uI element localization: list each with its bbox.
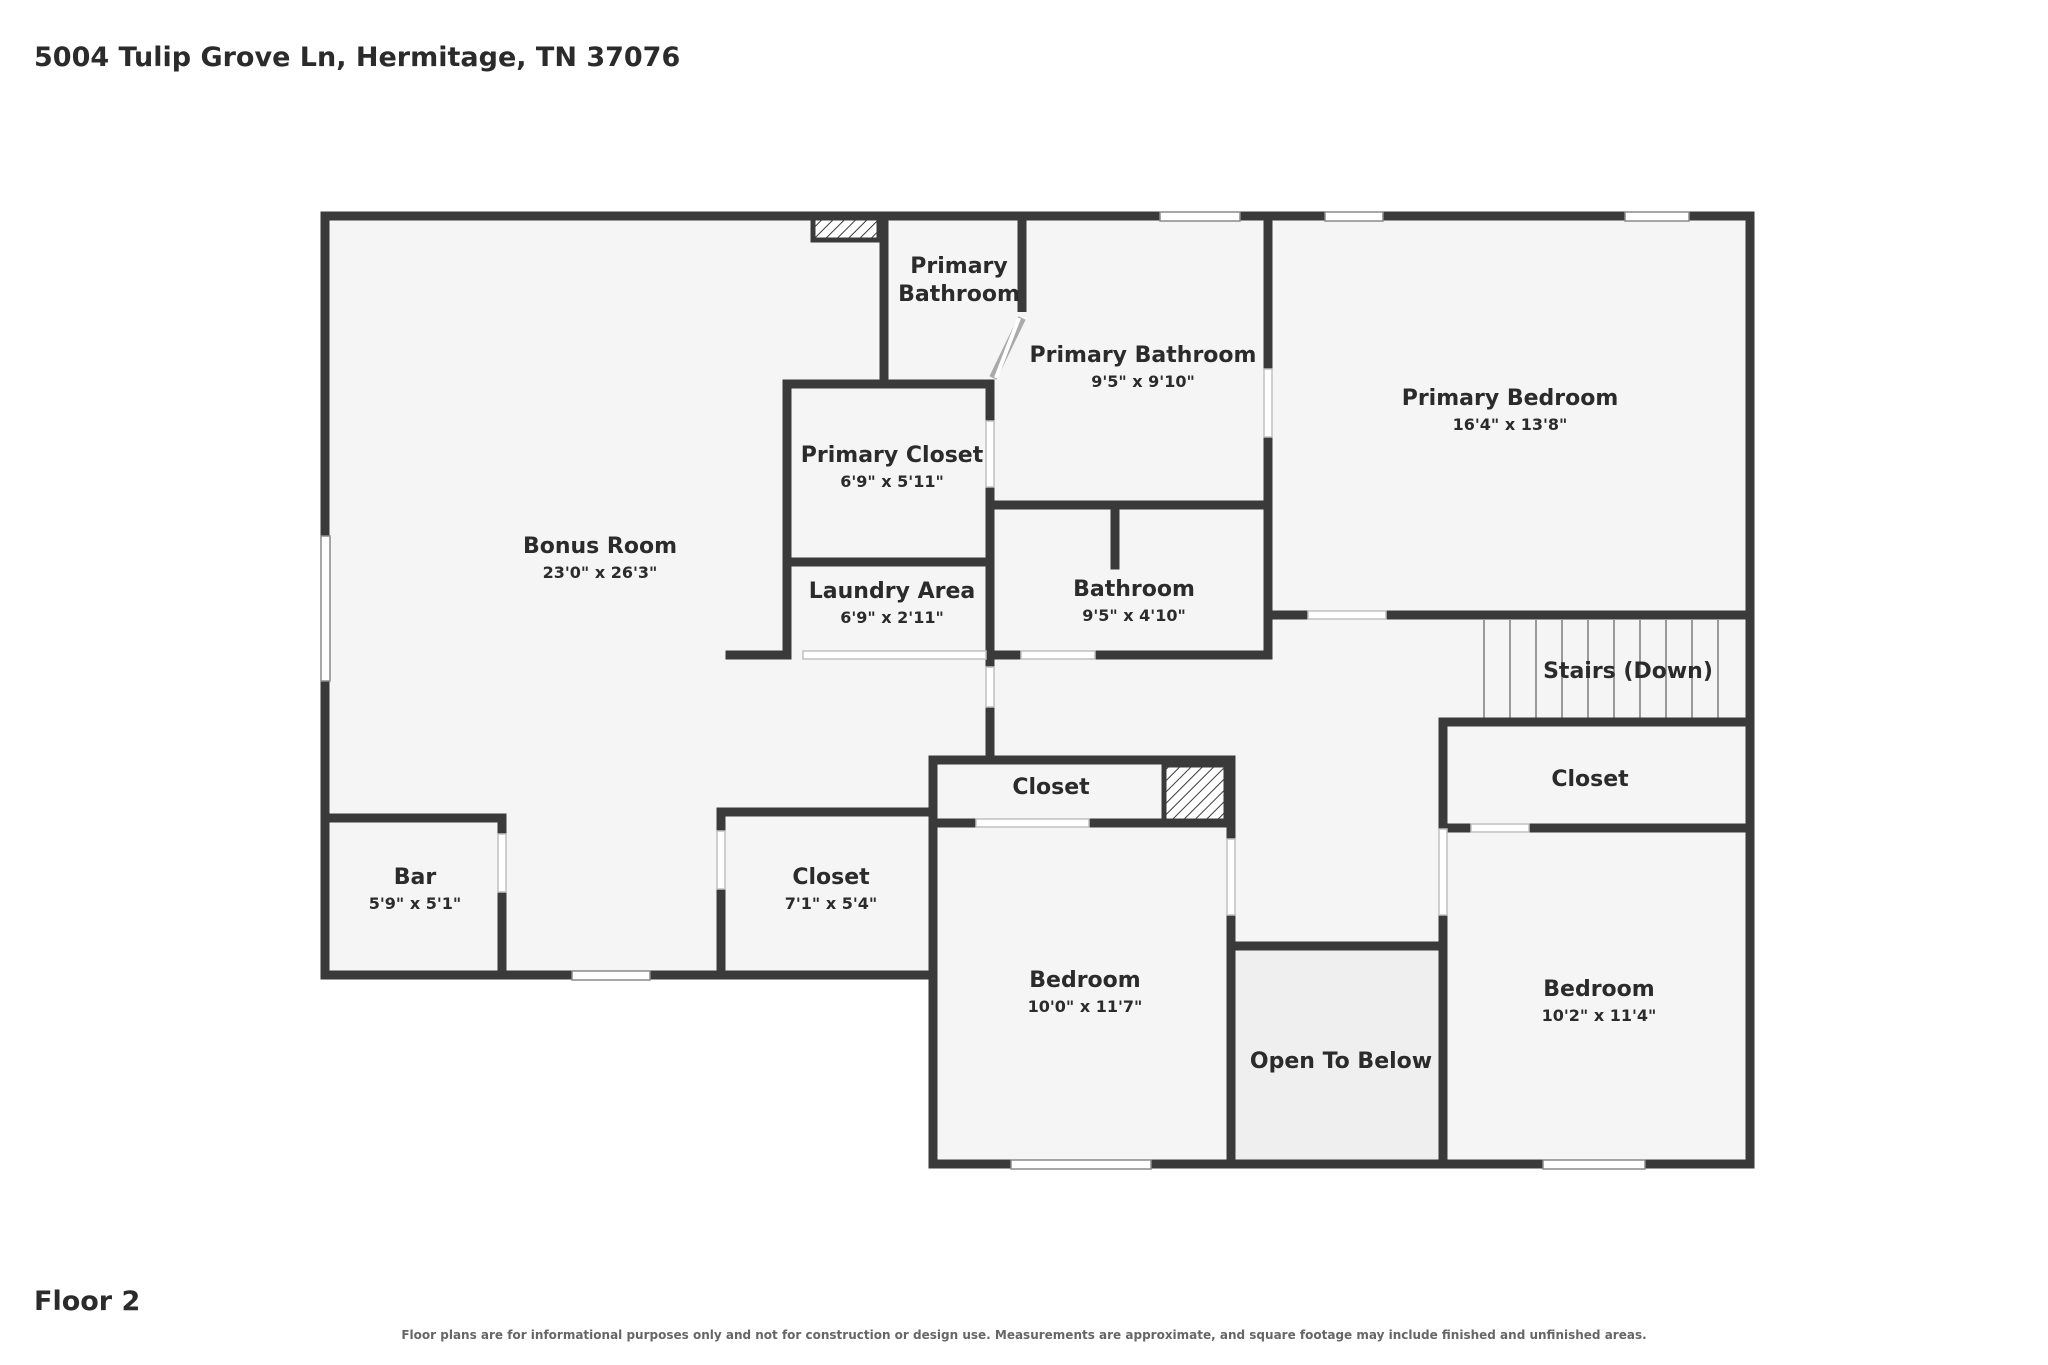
door-openings <box>497 368 1530 916</box>
windows <box>320 211 1690 1170</box>
open-to-below-name: Open To Below <box>1250 1049 1432 1074</box>
window <box>1159 211 1241 222</box>
primary-closet-dims: 6'9" x 5'11" <box>840 472 944 491</box>
closet-upper-middle-name: Closet <box>1012 775 1090 800</box>
door-opening <box>1307 610 1387 620</box>
door-opening <box>1020 650 1096 660</box>
door-opening <box>1438 828 1448 916</box>
primary-bathroom-dims: 9'5" x 9'10" <box>1091 372 1195 391</box>
door-opening <box>985 666 995 708</box>
window <box>1324 211 1384 222</box>
window <box>320 535 331 682</box>
floor-label: Floor 2 <box>34 1286 141 1317</box>
bar-dims: 5'9" x 5'1" <box>369 894 461 913</box>
bedroom-right-dims: 10'2" x 11'4" <box>1542 1006 1657 1025</box>
bedroom-left-name: Bedroom <box>1029 968 1140 993</box>
bonus-room-name: Bonus Room <box>523 534 677 559</box>
bedroom-left-dims: 10'0" x 11'7" <box>1028 997 1143 1016</box>
window <box>1010 1159 1152 1170</box>
door-opening <box>497 833 507 893</box>
bathroom-dims: 9'5" x 4'10" <box>1082 606 1186 625</box>
laundry-area-name: Laundry Area <box>809 579 975 604</box>
door-opening <box>1226 838 1236 916</box>
door-opening <box>985 420 995 488</box>
bathroom-name: Bathroom <box>1073 577 1195 602</box>
stairs-treads <box>1483 620 1719 722</box>
bar-name: Bar <box>394 865 437 890</box>
closet-lower-left-name: Closet <box>792 865 870 890</box>
disclaimer: Floor plans are for informational purpos… <box>401 1328 1647 1342</box>
door-opening <box>802 650 987 660</box>
closet-lower-left-dims: 7'1" x 5'4" <box>785 894 877 913</box>
primary-bathroom-name: Primary Bathroom <box>1030 343 1257 368</box>
bonus-room-dims: 23'0" x 26'3" <box>543 563 658 582</box>
floor-fill <box>325 216 1750 1164</box>
open-to-below-area <box>1231 946 1442 1164</box>
walls <box>320 211 1755 1169</box>
window <box>1624 211 1690 222</box>
closet-upper-right-name: Closet <box>1551 767 1629 792</box>
primary-closet-name: Primary Closet <box>801 443 984 468</box>
room-labels: Bonus Room 23'0" x 26'3" Primary Bathroo… <box>369 254 1713 1074</box>
property-address: 5004 Tulip Grove Ln, Hermitage, TN 37076 <box>34 42 681 73</box>
door-opening <box>716 830 726 890</box>
laundry-area-dims: 6'9" x 2'11" <box>840 608 944 627</box>
primary-bath-angle-wall <box>989 275 1027 380</box>
window <box>1542 1159 1646 1170</box>
primary-bathroom-small-name-line1: Primary <box>910 254 1007 279</box>
door-opening <box>975 818 1090 828</box>
primary-bedroom-name: Primary Bedroom <box>1402 386 1619 411</box>
floor-areas <box>325 216 1750 1164</box>
chase-hatched-top <box>810 215 882 243</box>
primary-bedroom-dims: 16'4" x 13'8" <box>1453 415 1568 434</box>
chase-hatched-closet <box>1161 762 1229 824</box>
door-opening <box>1263 368 1273 438</box>
window <box>571 970 651 981</box>
door-opening <box>1470 823 1530 833</box>
stairs-name: Stairs (Down) <box>1543 659 1713 684</box>
bedroom-right-name: Bedroom <box>1543 977 1654 1002</box>
primary-bathroom-small-name-line2: Bathroom <box>898 282 1020 307</box>
